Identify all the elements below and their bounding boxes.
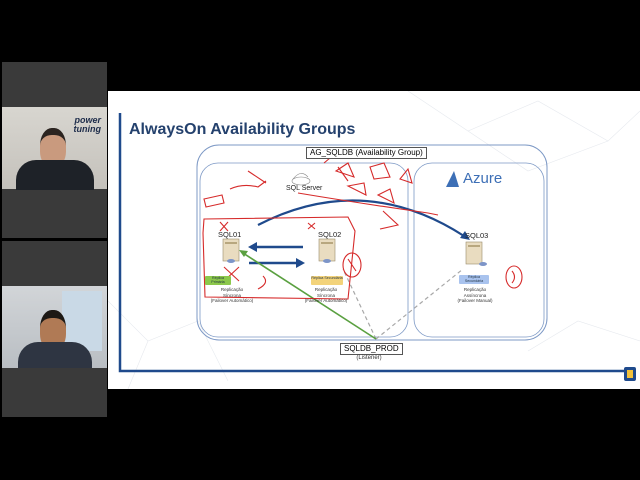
node-sql01-caption: Replicação Síncrona (Failover Automático… bbox=[210, 287, 254, 303]
availability-group-container bbox=[196, 144, 548, 341]
slide-title: AlwaysOn Availability Groups bbox=[129, 121, 356, 138]
slide-corner-logo-icon bbox=[624, 367, 636, 381]
node-sql03-caption: Replicação Assíncrona (Failover Manual) bbox=[457, 287, 493, 303]
azure-logo-icon bbox=[446, 171, 459, 187]
server-icon-sql02 bbox=[318, 238, 336, 263]
listener-dashed-lines bbox=[342, 268, 464, 340]
sql-server-label: SQL Server bbox=[286, 185, 323, 192]
presenter-2-shirt bbox=[18, 342, 92, 368]
sql-server-logo-icon bbox=[291, 173, 311, 186]
node-sql01-badge: Réplica Primária bbox=[205, 276, 231, 285]
window-light bbox=[62, 291, 102, 351]
server-icon-sql03 bbox=[465, 241, 487, 266]
slide-frame bbox=[118, 113, 626, 373]
background-network-lines bbox=[108, 91, 640, 389]
listener-caption: (Listener) bbox=[356, 355, 382, 361]
azure-label: Azure bbox=[463, 170, 503, 187]
azure-box bbox=[413, 162, 545, 338]
node-sql02-caption: Replicação Síncrona (Failover Automático… bbox=[304, 287, 348, 303]
listener-active-line bbox=[242, 252, 377, 340]
server-icon-sql01 bbox=[222, 238, 240, 263]
onprem-box bbox=[199, 162, 409, 338]
node-sql03-badge: Réplica Secundária bbox=[459, 275, 489, 284]
ag-suffix: (Availability Group) bbox=[353, 148, 423, 157]
node-sql02-name: SQL02 bbox=[318, 230, 342, 239]
ag-name: AG_SQLDB bbox=[310, 148, 354, 157]
async-arrow-head bbox=[460, 231, 470, 240]
listener-name-box: SQLDB_PROD bbox=[340, 343, 403, 355]
node-sql02-badge: Réplica Secundária bbox=[311, 276, 343, 285]
sync-arrows bbox=[248, 242, 305, 268]
ag-name-box: AG_SQLDB (Availability Group) bbox=[306, 147, 427, 159]
presenter-1-shirt bbox=[16, 160, 94, 190]
presentation-slide: AlwaysOn Availability Groups AG_SQLDB (A… bbox=[108, 91, 640, 389]
async-arrow bbox=[257, 199, 465, 237]
node-sql03-name: SQL03 bbox=[465, 231, 489, 240]
node-sql01-name: SQL01 bbox=[218, 230, 242, 239]
webcam-presenter-2 bbox=[2, 241, 107, 417]
listener-active-arrow bbox=[239, 250, 248, 257]
